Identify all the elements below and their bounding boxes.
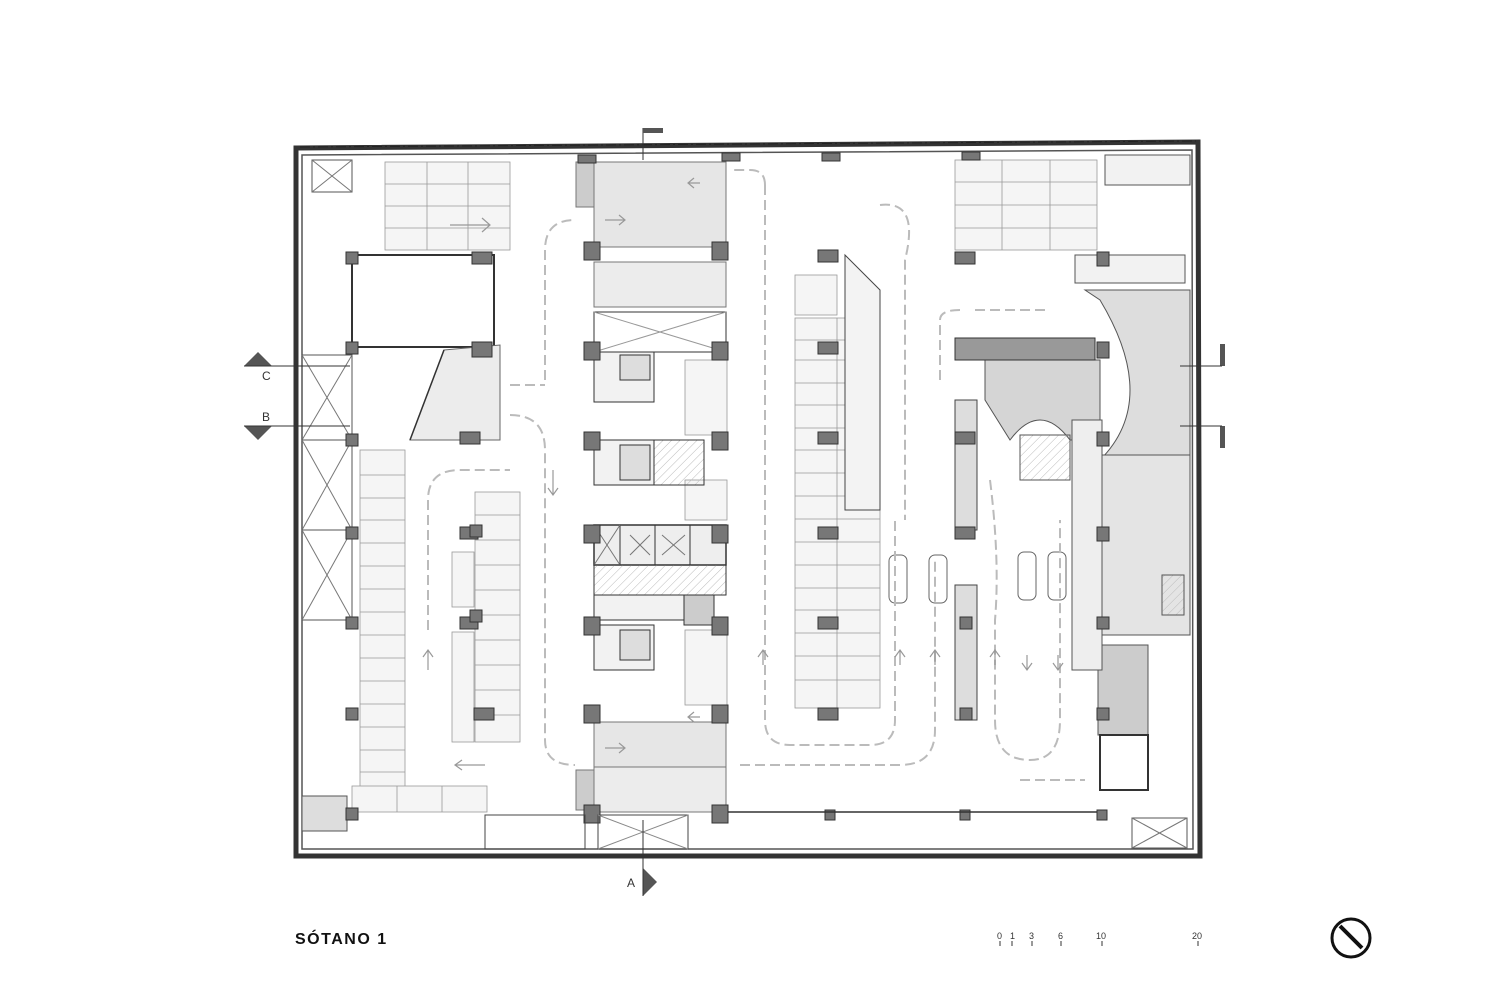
section-label-b: B [262,410,270,424]
left-ramp [409,344,501,441]
section-label-a: A [627,876,635,890]
plan-title: SÓTANO 1 [295,931,388,948]
section-flag-top [642,128,663,160]
ramp-zones [575,161,727,813]
scale-tick-label: 0 [997,931,1002,941]
parking-stalls [351,159,1098,813]
section-mark-c: C [244,352,350,383]
section-flags-right [1180,344,1225,448]
scale-tick-label: 1 [1010,931,1015,941]
scale-tick-label: 20 [1192,931,1202,941]
section-label-c: C [262,369,271,383]
section-mark-b: B [244,410,350,440]
scale-tick-label: 6 [1058,931,1063,941]
scale-tick-label: 10 [1096,931,1106,941]
central-core [593,311,727,671]
bottom-rooms [484,811,1097,850]
left-shafts [301,159,1188,849]
north-arrow-icon [1330,917,1372,959]
circulation-paths [427,169,1085,781]
flow-arrows [422,177,1064,771]
section-mark-a: A [627,820,657,896]
structural-columns [345,151,1110,824]
scale-tick-label: 3 [1029,931,1034,941]
parked-cars [888,551,1067,604]
right-core [844,154,1191,791]
scale-bar: 0 1 3 6 10 20 [997,931,1202,946]
